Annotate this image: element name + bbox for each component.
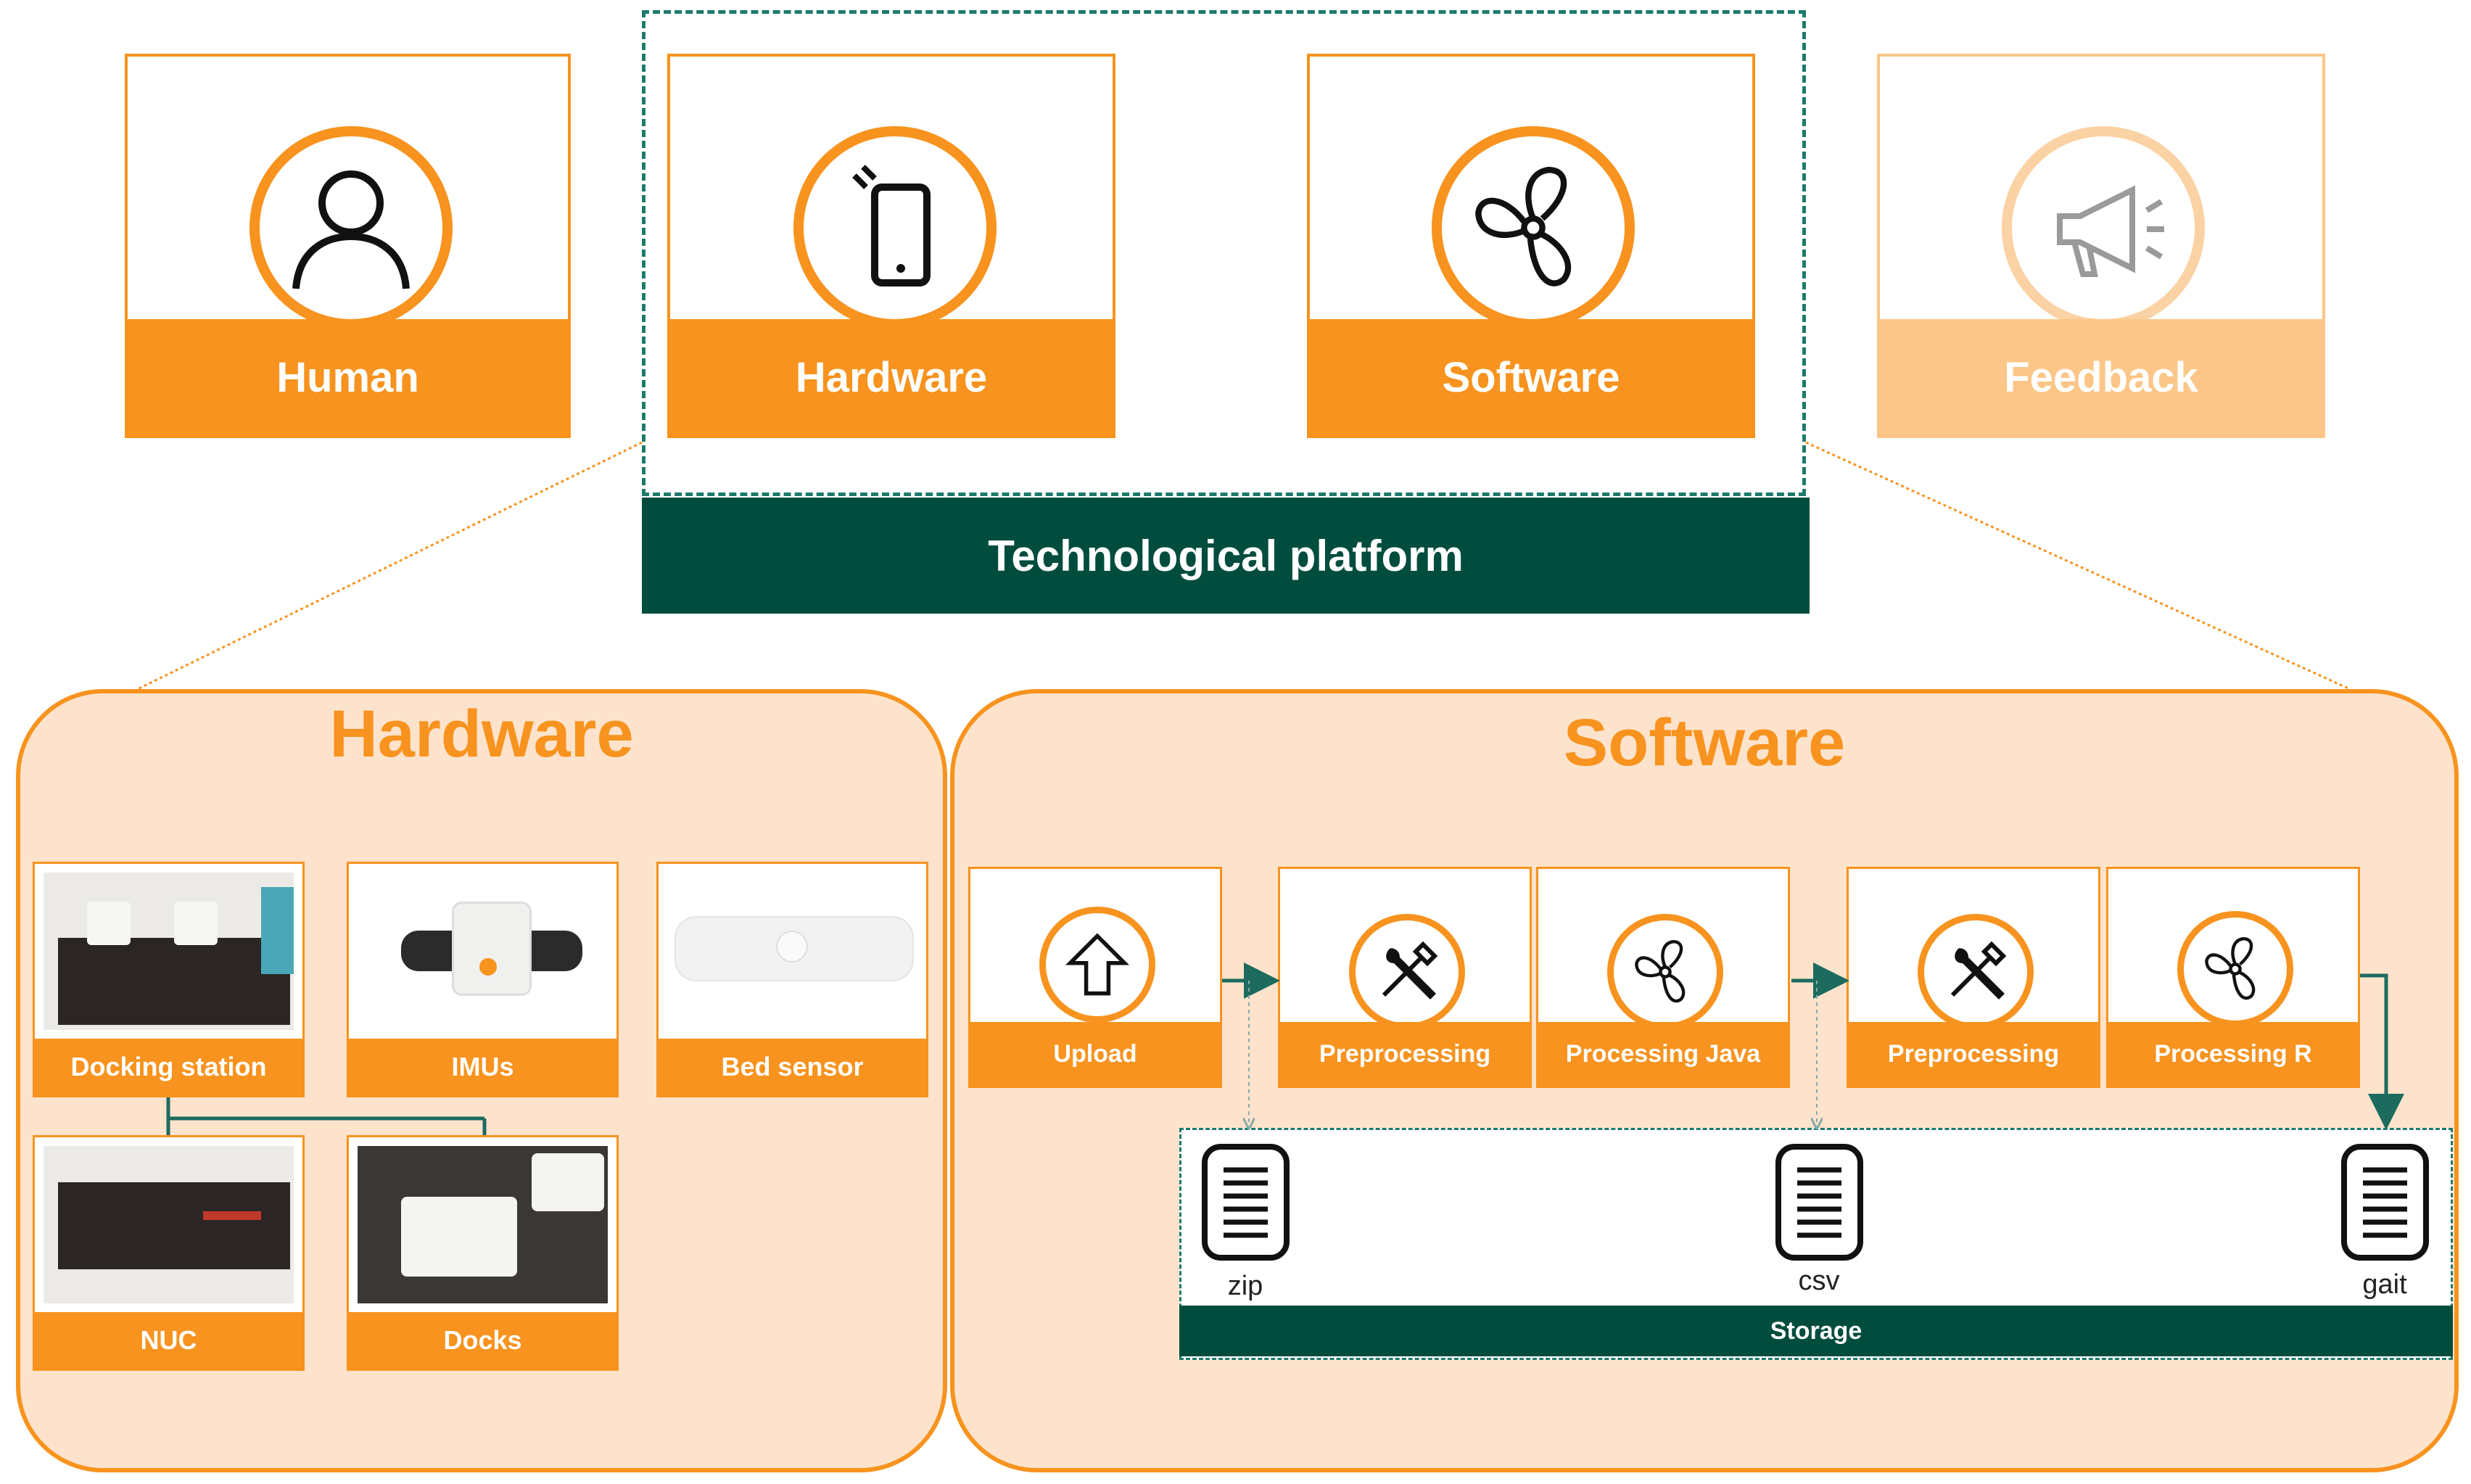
- fan-icon: [1635, 939, 1686, 1003]
- hw-item-nuc[interactable]: NUC: [33, 1135, 305, 1371]
- docking-station-photo: [44, 873, 294, 1030]
- hw-item-docking-station[interactable]: Docking station: [33, 862, 305, 1097]
- storage-bar: Storage: [1179, 1306, 2453, 1356]
- file-label-gait: gait: [2362, 1269, 2407, 1300]
- hw-item-imus[interactable]: IMUs: [347, 862, 619, 1097]
- sw-step-processing-r[interactable]: Processing R: [2106, 867, 2360, 1088]
- person-icon: [292, 170, 410, 289]
- file-icon: [1775, 1144, 1863, 1261]
- upload-icon-circle: [1039, 907, 1155, 1023]
- file-icon: [1202, 1144, 1290, 1261]
- sw-label-upload: Upload: [970, 1022, 1220, 1086]
- software-label: Software: [1310, 319, 1752, 435]
- hardware-panel-title: Hardware: [329, 697, 634, 771]
- sw-label-preprocessing-2: Preprocessing: [1849, 1022, 2098, 1086]
- software-card[interactable]: Software: [1307, 54, 1755, 438]
- hw-item-docks[interactable]: Docks: [347, 1135, 619, 1371]
- tools-icon: [1382, 941, 1438, 999]
- platform-frame: [642, 10, 1806, 496]
- feedback-card[interactable]: Feedback: [1877, 54, 2325, 438]
- processing-java-icon-circle: [1607, 914, 1723, 1030]
- hw-label-imus: IMUs: [349, 1039, 616, 1095]
- hw-label-docks: Docks: [349, 1312, 616, 1369]
- hardware-card[interactable]: Hardware: [667, 54, 1115, 438]
- file-label-zip: zip: [1227, 1271, 1263, 1301]
- sw-step-preprocessing-2[interactable]: Preprocessing: [1847, 867, 2100, 1088]
- hw-item-bed-sensor[interactable]: Bed sensor: [656, 862, 928, 1097]
- docks-photo: [358, 1146, 608, 1303]
- hw-label-bed-sensor: Bed sensor: [659, 1039, 926, 1095]
- hw-label-nuc: NUC: [35, 1312, 302, 1369]
- hw-label-docking-station: Docking station: [35, 1039, 302, 1095]
- storage-label: Storage: [1770, 1316, 1862, 1345]
- hardware-label: Hardware: [670, 319, 1113, 435]
- preprocessing-icon-circle-1: [1349, 914, 1465, 1030]
- human-card[interactable]: Human: [125, 54, 571, 438]
- fan-icon: [2205, 936, 2256, 1000]
- file-label-csv: csv: [1798, 1266, 1840, 1296]
- sw-label-processing-r: Processing R: [2108, 1022, 2358, 1086]
- human-label: Human: [128, 319, 568, 435]
- platform-label: Technological platform: [988, 531, 1464, 580]
- platform-bar: Technological platform: [642, 498, 1810, 614]
- upload-arrow-icon: [1065, 933, 1130, 996]
- fan-icon: [1475, 166, 1571, 287]
- imu-photo: [358, 873, 608, 1030]
- megaphone-icon: [2057, 185, 2164, 277]
- preprocessing-icon-circle-2: [1918, 914, 2034, 1030]
- nuc-photo: [44, 1146, 294, 1303]
- sw-step-processing-java[interactable]: Processing Java: [1536, 867, 1790, 1088]
- sw-label-preprocessing-1: Preprocessing: [1280, 1022, 1530, 1086]
- bed-sensor-photo: [667, 873, 917, 1030]
- feedback-label: Feedback: [1880, 319, 2322, 435]
- phone-icon: [852, 165, 931, 287]
- software-panel-title: Software: [1563, 706, 1846, 780]
- tools-icon: [1950, 941, 2007, 999]
- file-icon: [2341, 1144, 2429, 1261]
- sw-label-processing-java: Processing Java: [1538, 1022, 1788, 1086]
- sw-step-upload[interactable]: Upload: [968, 867, 1222, 1088]
